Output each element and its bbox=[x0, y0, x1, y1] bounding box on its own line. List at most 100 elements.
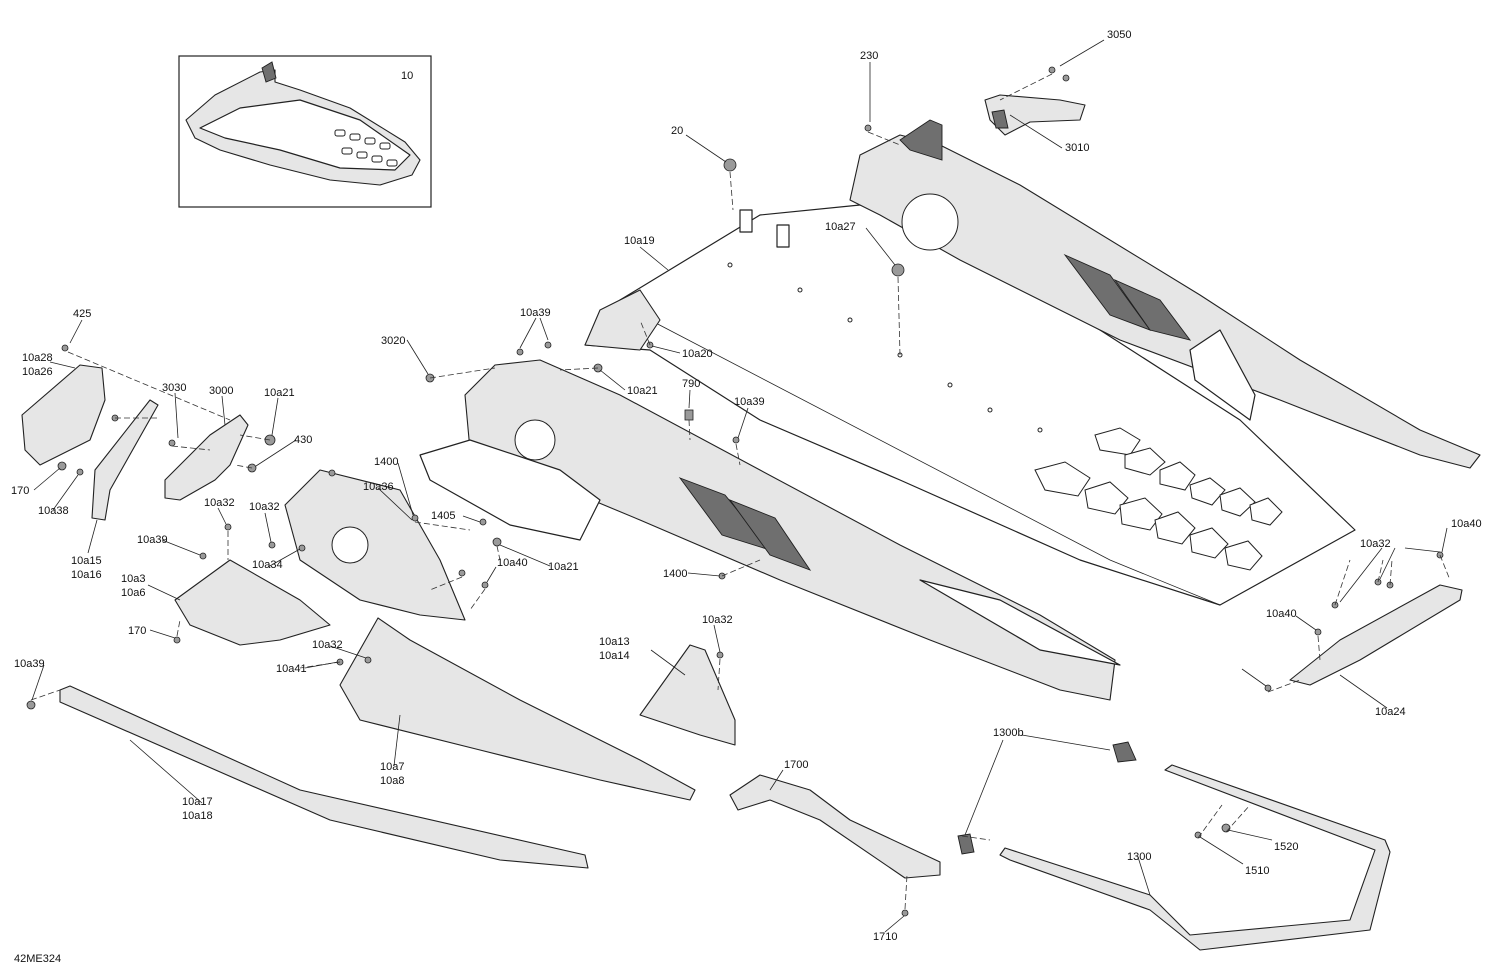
callout-label: 10a14 bbox=[599, 650, 630, 662]
callout-label: 3010 bbox=[1065, 142, 1089, 154]
callout-label: 1405 bbox=[431, 510, 455, 522]
callout-label: 20 bbox=[671, 125, 683, 137]
left-panel-rail-detail bbox=[919, 579, 1121, 666]
callout-label: 10a32 bbox=[249, 501, 280, 513]
callout-label: 10a21 bbox=[548, 561, 579, 573]
inset-cutouts bbox=[334, 129, 398, 167]
callout-label: 1510 bbox=[1245, 865, 1269, 877]
callout-label: 425 bbox=[73, 308, 91, 320]
fasteners bbox=[26, 66, 1444, 917]
callout-label: 10a16 bbox=[71, 569, 102, 581]
part-10a24-crossbar bbox=[1289, 584, 1463, 686]
assembly-dashed-lines bbox=[30, 73, 1451, 910]
tunnel-right-side-panel bbox=[849, 119, 1481, 469]
callout-label: 3020 bbox=[381, 335, 405, 347]
part-10a17-running-board bbox=[59, 685, 589, 869]
callout-label: 10a28 bbox=[22, 352, 53, 364]
part-1300b-clip-lower bbox=[957, 833, 975, 855]
callout-label: 170 bbox=[128, 625, 146, 637]
callout-label: 10a19 bbox=[624, 235, 655, 247]
callout-label: 1700 bbox=[784, 759, 808, 771]
callout-label: 10a32 bbox=[312, 639, 343, 651]
inset-label: 10 bbox=[401, 70, 413, 82]
callout-label: 10a27 bbox=[825, 221, 856, 233]
callout-label: 10a38 bbox=[38, 505, 69, 517]
callout-label: 430 bbox=[294, 434, 312, 446]
callout-label: 10a39 bbox=[520, 307, 551, 319]
callout-label: 10a41 bbox=[276, 663, 307, 675]
part-10a36-hole bbox=[331, 526, 369, 564]
inset-assembly-view bbox=[178, 55, 432, 208]
inset-frame bbox=[178, 55, 432, 208]
callout-label: 10a24 bbox=[1375, 706, 1406, 718]
part-10a27-grommet bbox=[891, 263, 905, 277]
tunnel-post bbox=[776, 224, 790, 248]
tunnel-left-side-panel bbox=[419, 359, 1121, 701]
callout-leaders bbox=[31, 39, 1448, 933]
callout-label: 10a17 bbox=[182, 796, 213, 808]
callout-label: 3000 bbox=[209, 385, 233, 397]
callout-label: 10a3 bbox=[121, 573, 145, 585]
callout-label: 10a20 bbox=[682, 348, 713, 360]
part-3010-handle bbox=[984, 94, 1086, 136]
part-10a15-strut bbox=[91, 399, 159, 521]
part-1300b-clip bbox=[1112, 741, 1137, 763]
part-1700-flap-body bbox=[729, 774, 941, 879]
callout-label: 3030 bbox=[162, 382, 186, 394]
tunnel-front-curve bbox=[584, 289, 661, 351]
part-10a36-plate bbox=[284, 469, 466, 621]
callout-label: 10a13 bbox=[599, 636, 630, 648]
right-panel-front-bracket bbox=[899, 119, 943, 161]
callout-label: 10a26 bbox=[22, 366, 53, 378]
part-10a13-bracket bbox=[639, 644, 736, 746]
left-panel-front-plate bbox=[419, 439, 601, 541]
callout-label: 10a18 bbox=[182, 810, 213, 822]
rear-bumper-assembly bbox=[957, 584, 1463, 951]
front-bracket-cluster bbox=[21, 364, 736, 869]
callout-labels: 20 230 3050 3010 10a19 10a27 425 10a39 3… bbox=[11, 29, 1482, 965]
callout-label: 1400 bbox=[663, 568, 687, 580]
part-10a28-bracket bbox=[21, 364, 106, 466]
callout-label: 10a34 bbox=[252, 559, 283, 571]
part-3000-bracket bbox=[164, 414, 249, 501]
part-1700-flap bbox=[729, 774, 941, 879]
callout-label: 10a7 bbox=[380, 761, 404, 773]
callout-label: 10a36 bbox=[363, 481, 394, 493]
callout-label: 10a6 bbox=[121, 587, 145, 599]
callout-label: 1300 bbox=[1127, 851, 1151, 863]
left-panel-drive-hole bbox=[514, 419, 556, 461]
callout-label: 10a40 bbox=[497, 557, 528, 569]
callout-label: 1400 bbox=[374, 456, 398, 468]
callout-label: 1300b bbox=[993, 727, 1024, 739]
left-panel-cooler-2 bbox=[728, 499, 812, 571]
callout-label: 790 bbox=[682, 378, 700, 390]
callout-label: 10a8 bbox=[380, 775, 404, 787]
tunnel-top-outline bbox=[584, 204, 1356, 606]
callout-label: 10a32 bbox=[702, 614, 733, 626]
callout-label: 10a39 bbox=[14, 658, 45, 670]
tunnel-cooler-neck bbox=[739, 209, 753, 233]
callout-label: 10a39 bbox=[137, 534, 168, 546]
callout-label: 1520 bbox=[1274, 841, 1298, 853]
callout-label: 170 bbox=[11, 485, 29, 497]
right-panel-drive-hole bbox=[901, 193, 959, 251]
part-10a3-plate bbox=[174, 559, 331, 646]
callout-label: 10a40 bbox=[1266, 608, 1297, 620]
callout-label: 10a32 bbox=[204, 497, 235, 509]
callout-label: 1710 bbox=[873, 931, 897, 943]
callout-label: 10a15 bbox=[71, 555, 102, 567]
callout-label: 230 bbox=[860, 50, 878, 62]
callout-label: 10a40 bbox=[1451, 518, 1482, 530]
callout-label: 10a21 bbox=[264, 387, 295, 399]
tunnel-top-plate bbox=[584, 204, 1356, 606]
callout-label: 3050 bbox=[1107, 29, 1131, 41]
part-20-grommet bbox=[723, 158, 737, 172]
part-1300-rear-bumper bbox=[999, 764, 1391, 951]
right-panel-rear-bracket bbox=[1189, 329, 1256, 421]
reference-code: 42ME324 bbox=[14, 953, 61, 965]
callout-label: 10a21 bbox=[627, 385, 658, 397]
rivet-holes-top bbox=[727, 262, 1043, 433]
part-10a7-footrest bbox=[339, 617, 696, 801]
